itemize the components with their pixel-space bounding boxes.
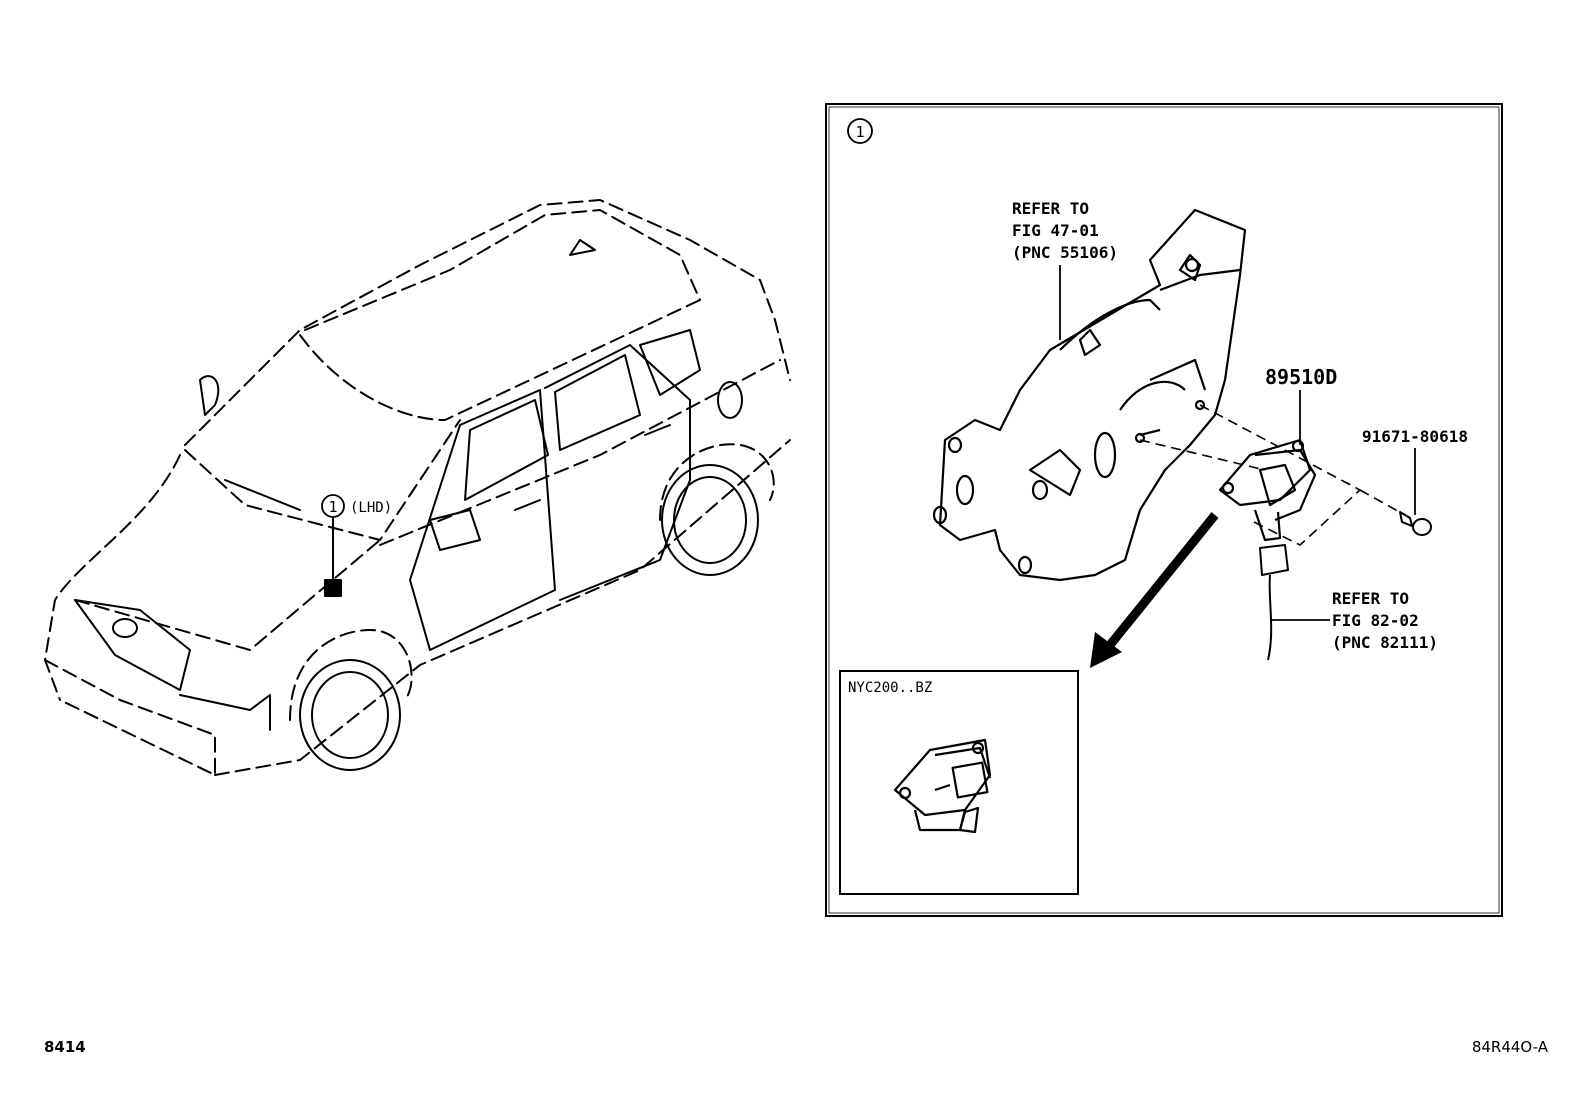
detail-panel-frame — [825, 103, 1503, 917]
detail-callout-circle — [847, 118, 873, 144]
vehicle-front-fascia — [44, 659, 216, 776]
detail-panel-frame-inner — [828, 106, 1500, 914]
vehicle-grille — [74, 599, 191, 691]
inset-label: NYC200..BZ — [848, 680, 932, 696]
vehicle-roof-inner — [304, 209, 701, 331]
vehicle-front-door — [409, 389, 556, 651]
vehicle-callout-circle — [321, 494, 345, 518]
refer-harness-line2: FIG 82-02 — [1332, 611, 1419, 630]
figure-number: 8414 — [44, 1038, 86, 1056]
vehicle-rear-window — [554, 354, 641, 451]
vehicle-hood-line — [74, 539, 381, 651]
vehicle-callout-note: (LHD) — [350, 500, 392, 516]
vehicle-emblem — [112, 618, 138, 638]
refer-bracket-line1: REFER TO — [1012, 199, 1089, 218]
vehicle-front-window — [464, 399, 549, 501]
inset-pointer-arrow — [1090, 512, 1219, 668]
harness-connector — [1259, 544, 1289, 661]
vehicle-illustration — [44, 199, 791, 776]
vehicle-rear-wheel — [659, 443, 775, 576]
vehicle-sunroof-edge — [299, 299, 701, 421]
vehicle-door-handle-front — [514, 499, 541, 511]
component-location-marker — [324, 579, 342, 597]
vehicle-side-lower — [214, 439, 791, 776]
part-number-sensor: 89510D — [1265, 365, 1337, 389]
height-control-sensor — [1218, 438, 1317, 542]
vehicle-hood — [44, 454, 181, 701]
refer-harness-line3: (PNC 82111) — [1332, 633, 1438, 652]
vehicle-rear-door — [544, 344, 691, 601]
vehicle-side-mirror — [429, 509, 481, 551]
vehicle-side-belt — [379, 359, 781, 546]
illustration-code: 84R44O-A — [1471, 1038, 1548, 1056]
vehicle-roof — [184, 199, 791, 446]
detail-callout-number: 1 — [855, 123, 864, 141]
refer-harness-line1: REFER TO — [1332, 589, 1409, 608]
inset-sensor-variant — [893, 738, 992, 834]
vehicle-antenna — [569, 239, 596, 256]
vehicle-rear-wiper — [199, 375, 220, 416]
vehicle-headlight — [179, 694, 271, 731]
bolt — [1399, 511, 1432, 536]
vehicle-tail-lamp — [717, 381, 743, 419]
part-number-bolt: 91671-80618 — [1362, 427, 1468, 446]
vehicle-door-handle-rear — [644, 424, 671, 436]
vehicle-wiper — [224, 479, 301, 511]
mounting-bracket — [932, 208, 1247, 582]
vehicle-quarter-window — [639, 329, 701, 396]
vehicle-callout-number: 1 — [328, 498, 337, 516]
assembly-guide-lines — [1139, 404, 1406, 546]
vehicle-front-wheel — [289, 629, 413, 771]
inset-frame — [839, 670, 1079, 895]
refer-bracket-line3: (PNC 55106) — [1012, 243, 1118, 262]
detail-panel: 1 REFER TO FIG 47-01 (PNC 55106) — [825, 103, 1503, 917]
vehicle-windshield — [184, 419, 461, 541]
refer-bracket-line2: FIG 47-01 — [1012, 221, 1099, 240]
